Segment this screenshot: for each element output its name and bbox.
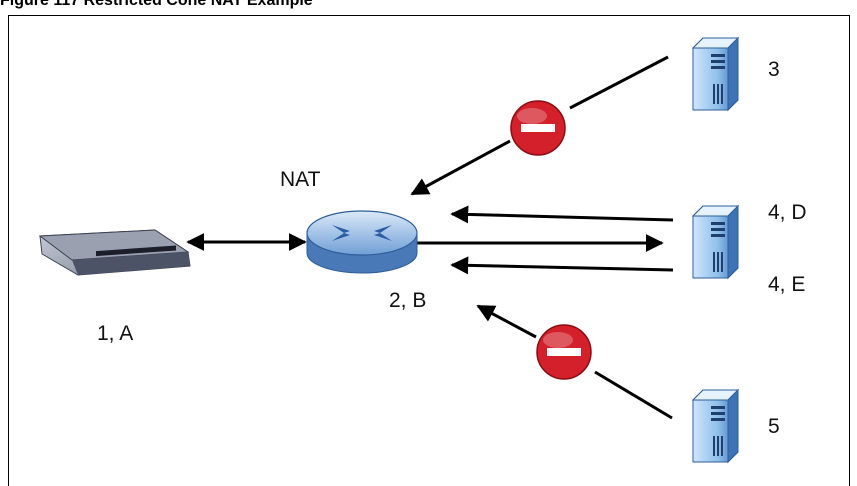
- nat-label: NAT: [280, 168, 321, 191]
- modem-label: 1, A: [97, 322, 134, 345]
- no-entry-icon-server-5: [536, 324, 592, 380]
- router-label: 2, B: [389, 289, 427, 312]
- server-4e-label: 4, E: [768, 273, 806, 296]
- flow-server4-to-router-upper: [450, 205, 674, 224]
- server-3-icon: [692, 37, 739, 111]
- router-icon: [306, 210, 418, 274]
- server-4-icon: [692, 205, 739, 279]
- connection-lines: [186, 55, 674, 420]
- figure-caption: Figure 117 Restricted Cone NAT Example: [0, 0, 313, 9]
- no-entry-icon-server-3: [510, 100, 566, 156]
- blocked-server5-segment: [594, 370, 673, 420]
- modem-icon: [38, 229, 191, 276]
- figure-frame: [8, 15, 850, 486]
- server-3-label: 3: [768, 58, 780, 81]
- flow-server4-to-router-lower: [450, 256, 674, 275]
- server-4d-label: 4, D: [768, 201, 807, 224]
- blocked-server5-arrow: [476, 304, 537, 339]
- server-5-icon: [692, 389, 739, 463]
- blocked-server3-segment: [569, 55, 669, 110]
- server-5-label: 5: [768, 415, 780, 438]
- blocked-server3-arrow: [410, 139, 511, 196]
